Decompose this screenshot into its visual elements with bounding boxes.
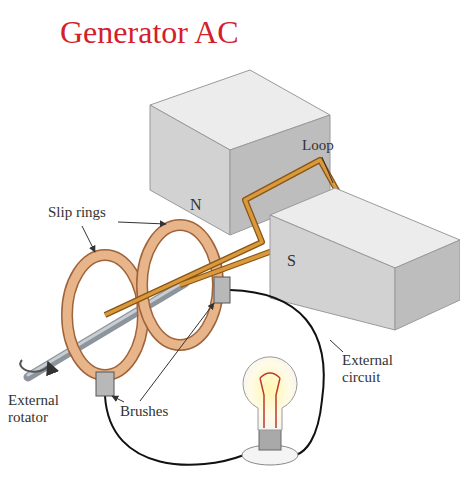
magnet-side [395,240,460,330]
pole-label: N [190,196,202,213]
bulb-filament [260,373,280,428]
light-bulb [242,357,298,465]
leader-line [112,396,124,402]
shaft-highlight [28,281,185,375]
rotation-arrow [20,360,48,372]
leader-line [118,222,166,224]
brush [214,277,230,303]
part-label: External rotator [8,392,74,426]
external-wire [105,396,244,465]
part-label: Slip rings [48,204,106,221]
part-label: Brushes [120,403,168,420]
magnet-face [150,105,230,235]
external-wire [230,290,324,455]
south-magnet [270,188,460,330]
magnet-face [270,215,395,330]
part-label: External circuit [342,352,412,386]
leader-line [322,157,333,183]
bulb-glass [243,357,297,430]
leader-line [140,303,214,401]
leader-line [82,226,95,252]
pole-label: S [287,252,296,269]
bulb-screw-base [259,428,281,450]
leader-line [330,340,343,352]
diagram-title: Generator AC [60,14,239,50]
part-label: Loop [302,137,334,154]
brush [96,372,114,396]
